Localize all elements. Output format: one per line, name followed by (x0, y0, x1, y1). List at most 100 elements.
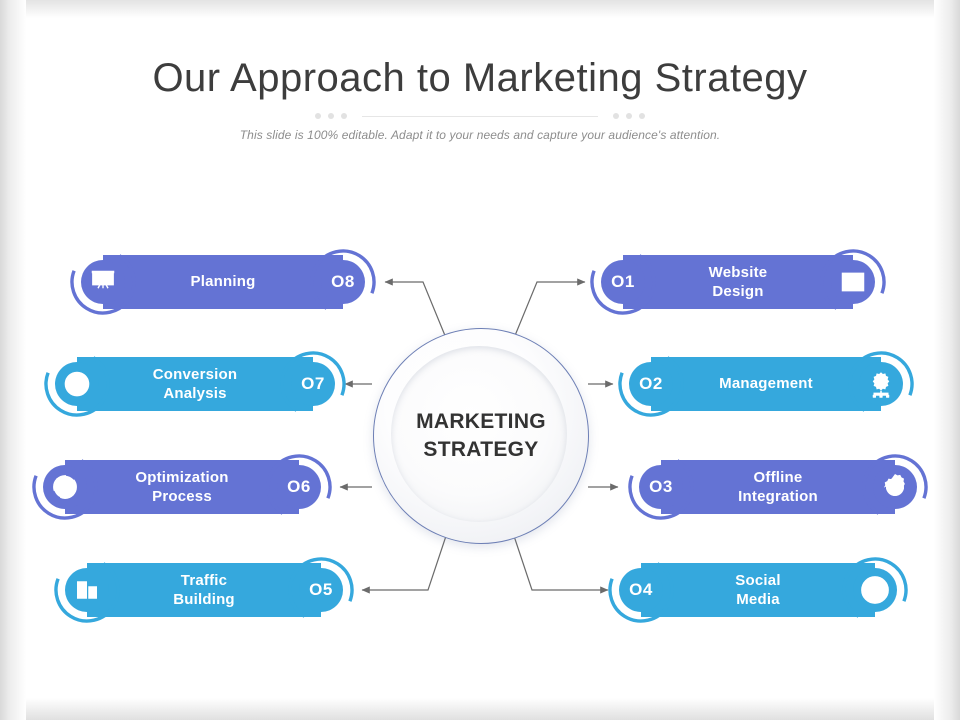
connector-o8 (384, 278, 447, 339)
item-number: O7 (301, 374, 325, 393)
dollar-cycle-icon: $ (55, 362, 99, 406)
item-label-line2: Design (712, 283, 764, 300)
item-number-badge: O2 (629, 362, 673, 406)
item-number: O6 (287, 477, 311, 496)
item-number-cap: O8 (310, 249, 376, 315)
divider-dot (315, 113, 321, 119)
item-number-badge: O5 (299, 568, 343, 612)
item-number-cap: O4 (608, 557, 674, 623)
divider-dot (328, 113, 334, 119)
cap-ring (288, 557, 354, 623)
item-label-line2: Media (736, 591, 780, 608)
item-conversion-analysis[interactable]: $ Conversion Analysis O7 (44, 351, 346, 417)
item-label-line2: Integration (738, 488, 818, 505)
cap-ring (44, 351, 110, 417)
item-number: O4 (629, 580, 653, 599)
item-icon-cap: $ (44, 351, 110, 417)
item-label-line2: Building (173, 591, 235, 608)
cap-ring (266, 454, 332, 520)
item-label: Website Design (590, 263, 886, 301)
gear-sync-icon (873, 465, 917, 509)
item-label: Optimization Process (32, 468, 332, 506)
gear-hierarchy-icon (859, 362, 903, 406)
item-label: Traffic Building (54, 571, 354, 609)
cap-ring (54, 557, 120, 623)
slide-header: Our Approach to Marketing Strategy This … (0, 56, 960, 142)
item-number: O2 (639, 374, 663, 393)
item-management[interactable]: O2 Management (618, 351, 914, 417)
page-title: Our Approach to Marketing Strategy (152, 56, 808, 100)
item-number: O3 (649, 477, 673, 496)
item-label-line1: Conversion (152, 365, 238, 383)
item-number-cap: O3 (628, 454, 694, 520)
page-subtitle: This slide is 100% editable. Adapt it to… (239, 128, 721, 142)
item-label-line2: Analysis (163, 385, 227, 402)
cap-ring (310, 249, 376, 315)
divider-dot (626, 113, 632, 119)
item-label-line1: Website (708, 263, 768, 281)
bar-chart-building-icon (65, 568, 109, 612)
item-label-line1: Traffic (180, 571, 228, 589)
divider-rule (362, 115, 598, 117)
cap-ring (590, 249, 656, 315)
item-icon-cap (848, 351, 914, 417)
cap-ring (842, 557, 908, 623)
item-label-line1: Optimization (135, 468, 229, 486)
item-bar (641, 563, 875, 617)
center-hub: MARKETING STRATEGY (373, 328, 589, 544)
hub-line-1: MARKETING (416, 410, 546, 434)
item-number-badge: O3 (639, 465, 683, 509)
item-traffic-building[interactable]: Traffic Building O5 (54, 557, 354, 623)
item-number-badge: O8 (321, 260, 365, 304)
cap-ring (280, 351, 346, 417)
item-bar (651, 357, 881, 411)
cap-ring (32, 454, 98, 520)
divider-dot (639, 113, 645, 119)
hub-line-2: STRATEGY (423, 438, 539, 461)
item-social-media[interactable]: O4 Social Media (608, 557, 908, 623)
item-label-line1: Offline (753, 468, 803, 486)
item-number-cap: O5 (288, 557, 354, 623)
item-number: O1 (611, 272, 635, 291)
item-number-badge: O4 (619, 568, 663, 612)
item-icon-cap (820, 249, 886, 315)
item-number-badge: O1 (601, 260, 645, 304)
divider-dot (613, 113, 619, 119)
item-icon-cap (32, 454, 98, 520)
item-label-line1: Social (735, 571, 781, 589)
connector-o5 (361, 532, 448, 594)
item-bar (623, 255, 853, 309)
item-icon-cap (54, 557, 120, 623)
item-number-cap: O2 (618, 351, 684, 417)
item-label-line2: Process (152, 488, 212, 505)
item-label: Conversion Analysis (44, 365, 346, 403)
cap-ring (618, 351, 684, 417)
item-icon-cap (862, 454, 928, 520)
svg-text:$: $ (74, 380, 80, 390)
item-number-cap: O1 (590, 249, 656, 315)
center-hub-label: MARKETING STRATEGY (416, 408, 546, 463)
item-label: Planning (70, 272, 376, 291)
item-number: O8 (331, 272, 355, 291)
item-offline-integration[interactable]: O3 Offline Integration (628, 454, 928, 520)
item-label-line1: Management (719, 375, 813, 393)
item-bar (65, 460, 299, 514)
item-number-badge: O7 (291, 362, 335, 406)
item-bar (661, 460, 895, 514)
item-icon-cap (70, 249, 136, 315)
item-number-cap: O6 (266, 454, 332, 520)
item-optimization-process[interactable]: Optimization Process O6 (32, 454, 332, 520)
browser-window-icon (831, 260, 875, 304)
item-bar (77, 357, 313, 411)
item-planning[interactable]: Planning O8 (70, 249, 376, 315)
item-bar (87, 563, 321, 617)
item-label-line1: Planning (190, 273, 256, 291)
item-number-cap: O7 (280, 351, 346, 417)
cap-ring (820, 249, 886, 315)
cap-ring (628, 454, 694, 520)
orbit-check-icon (43, 465, 87, 509)
item-website-design[interactable]: O1 Website Design (590, 249, 886, 315)
